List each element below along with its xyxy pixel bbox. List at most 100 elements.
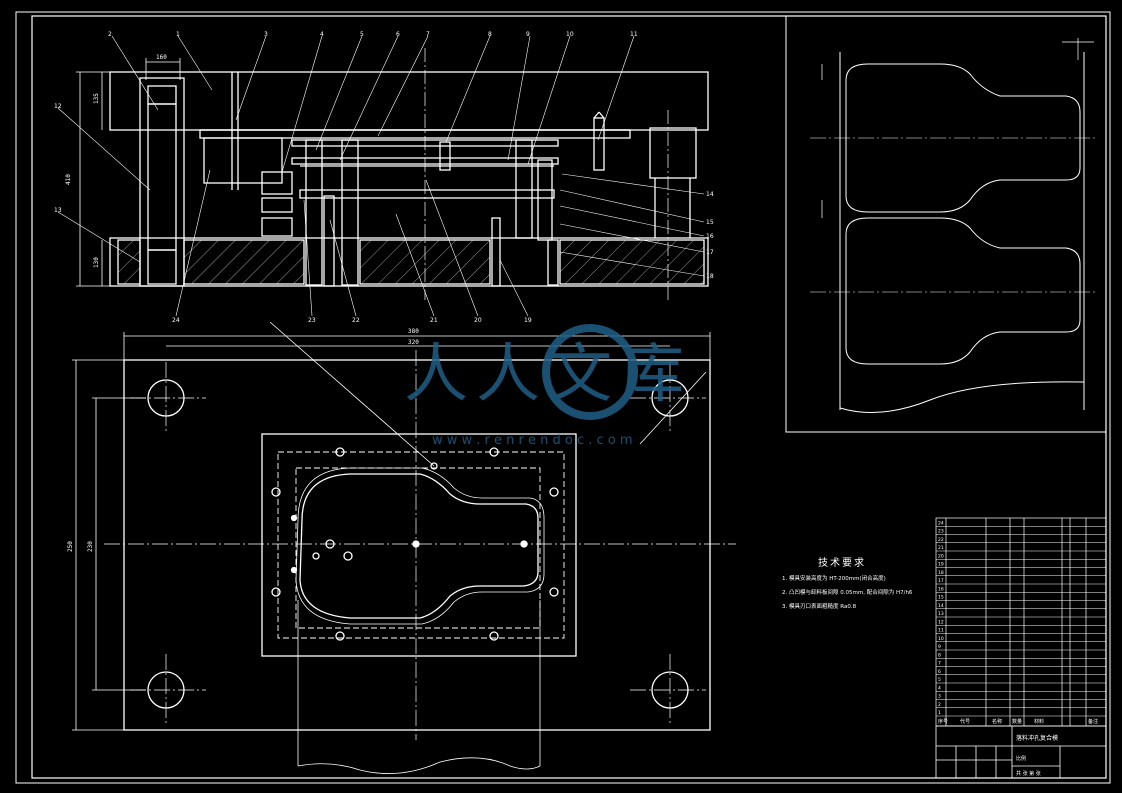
scale-label: 比例 — [1016, 755, 1026, 762]
part-num-8: 8 — [488, 31, 492, 38]
watermark: 人人文库 w w w . r e n r e n d o c . c o m — [404, 324, 692, 448]
part-num-1: 1 — [176, 31, 180, 38]
title-block — [935, 725, 1107, 779]
bom-row-index: 9 — [938, 644, 941, 650]
strip-dims — [821, 38, 1094, 218]
part-num-11: 11 — [630, 31, 638, 38]
part-num-3: 3 — [264, 31, 268, 38]
part-num-15: 15 — [706, 219, 714, 226]
guide-post-left — [139, 77, 185, 287]
part-num-10: 10 — [566, 31, 574, 38]
bom-row-index: 14 — [938, 603, 944, 609]
bom-row-index: 12 — [938, 619, 944, 625]
part-num-16: 16 — [706, 233, 714, 240]
tech-title: 技术要求 — [818, 556, 866, 569]
dim-plate-inner-height: 230 — [87, 541, 94, 552]
bom-row-index: 5 — [938, 677, 941, 683]
watermark-url: w w w . r e n r e n d o c . c o m — [432, 433, 633, 448]
part-num-22: 22 — [352, 317, 360, 324]
part-num-2: 2 — [108, 31, 112, 38]
bom-row-index: 16 — [938, 586, 944, 592]
dim-total-height: 410 — [65, 174, 72, 185]
bom-row-index: 6 — [938, 669, 941, 675]
dim-bottom-height: 130 — [93, 257, 100, 268]
part-num-19: 19 — [524, 317, 532, 324]
part-num-17: 17 — [706, 249, 714, 256]
tech-note-3: 3. 模具刃口表面粗糙度 Ra0.8 — [782, 602, 857, 610]
part-num-12: 12 — [54, 103, 62, 110]
dim-plate-height: 250 — [67, 541, 74, 552]
bom-row-index: 3 — [938, 694, 941, 700]
bom-row-index: 21 — [938, 545, 944, 551]
strip-layout — [785, 15, 1107, 433]
tech-note-1: 1. 模具安装高度为 HT-200mm(闭合高度) — [782, 574, 886, 582]
dim-plate-inner-length: 320 — [408, 339, 419, 346]
part-num-9: 9 — [526, 31, 530, 38]
part-num-20: 20 — [474, 317, 482, 324]
upper-pad — [199, 129, 631, 139]
part-numbers-right: 14 15 16 17 18 — [706, 191, 714, 280]
part-num-13: 13 — [54, 207, 62, 214]
bom-table — [935, 517, 1107, 727]
blank-2 — [845, 217, 1081, 365]
bom-row-index: 10 — [938, 636, 944, 642]
part-num-5: 5 — [360, 31, 364, 38]
bom-header: 序号 代号 名称 数量 材料 备注 — [938, 718, 1098, 725]
bom-row-index: 2 — [938, 702, 941, 708]
strip-material — [297, 600, 541, 774]
drawing-name: 落料冲孔复合模 — [1016, 734, 1058, 742]
bom-row-index: 20 — [938, 553, 944, 559]
part-leaders — [57, 35, 705, 317]
section-dimensions — [76, 58, 181, 287]
die-insert-outline — [261, 433, 577, 657]
bom-row-index: 22 — [938, 537, 944, 543]
bom-row-index: 8 — [938, 652, 941, 658]
bom-col-name: 名称 — [992, 718, 1002, 725]
guide-bush-upper — [649, 127, 697, 179]
bom-row-index: 17 — [938, 578, 944, 584]
part-numbers-top: 2 1 3 4 5 6 7 8 9 10 11 12 13 — [54, 31, 638, 214]
watermark-brand: 人人文库 — [404, 338, 692, 412]
bom-row-index: 13 — [938, 611, 944, 617]
bom-col-material: 材料 — [1034, 718, 1044, 725]
dim-plate-length: 380 — [408, 328, 419, 335]
plan-view — [123, 359, 711, 731]
bom-row-index: 15 — [938, 595, 944, 601]
bom-row-index: 24 — [938, 520, 944, 526]
bom-row-index: 7 — [938, 661, 941, 667]
tech-note-2: 2. 凸凹模与卸料板间隙 0.05mm, 配合间隙为 H7/h6 — [782, 588, 913, 596]
punch-a — [305, 139, 323, 286]
bom-col-code: 代号 — [960, 718, 970, 725]
bom-col-remark: 备注 — [1088, 718, 1098, 725]
punch-b — [341, 139, 359, 286]
bom-row-index: 18 — [938, 570, 944, 576]
strip-centerlines — [810, 137, 1098, 293]
lower-plate-outline — [123, 359, 711, 731]
bom-row-index: 23 — [938, 529, 944, 535]
part-num-23: 23 — [308, 317, 316, 324]
bom-row-index: 11 — [938, 628, 944, 634]
watermark-logo-icon — [542, 324, 638, 420]
bom-col-index: 序号 — [938, 718, 948, 725]
bom-row-index: 1 — [938, 710, 941, 716]
dim-top-width: 160 — [156, 54, 167, 61]
bom-col-qty: 数量 — [1012, 718, 1022, 725]
part-num-24: 24 — [172, 317, 180, 324]
part-num-21: 21 — [430, 317, 438, 324]
cavity-outline — [299, 473, 539, 619]
blank-1 — [845, 63, 1081, 213]
part-numbers-bottom: 24 23 22 21 20 19 — [172, 317, 532, 324]
section-view — [109, 71, 709, 287]
part-num-14: 14 — [706, 191, 714, 198]
lower-die-plate — [109, 237, 709, 287]
part-num-4: 4 — [320, 31, 324, 38]
bom-row-index: 4 — [938, 685, 941, 691]
part-num-18: 18 — [706, 273, 714, 280]
sheet-label: 共 张 第 张 — [1016, 770, 1041, 777]
tech-requirements: 技术要求 1. 模具安装高度为 HT-200mm(闭合高度) 2. 凸凹模与卸料… — [782, 556, 913, 610]
bom-row-index: 19 — [938, 562, 944, 568]
sheet-outer-border — [15, 11, 1111, 784]
strip-layout-frame — [785, 15, 1107, 433]
